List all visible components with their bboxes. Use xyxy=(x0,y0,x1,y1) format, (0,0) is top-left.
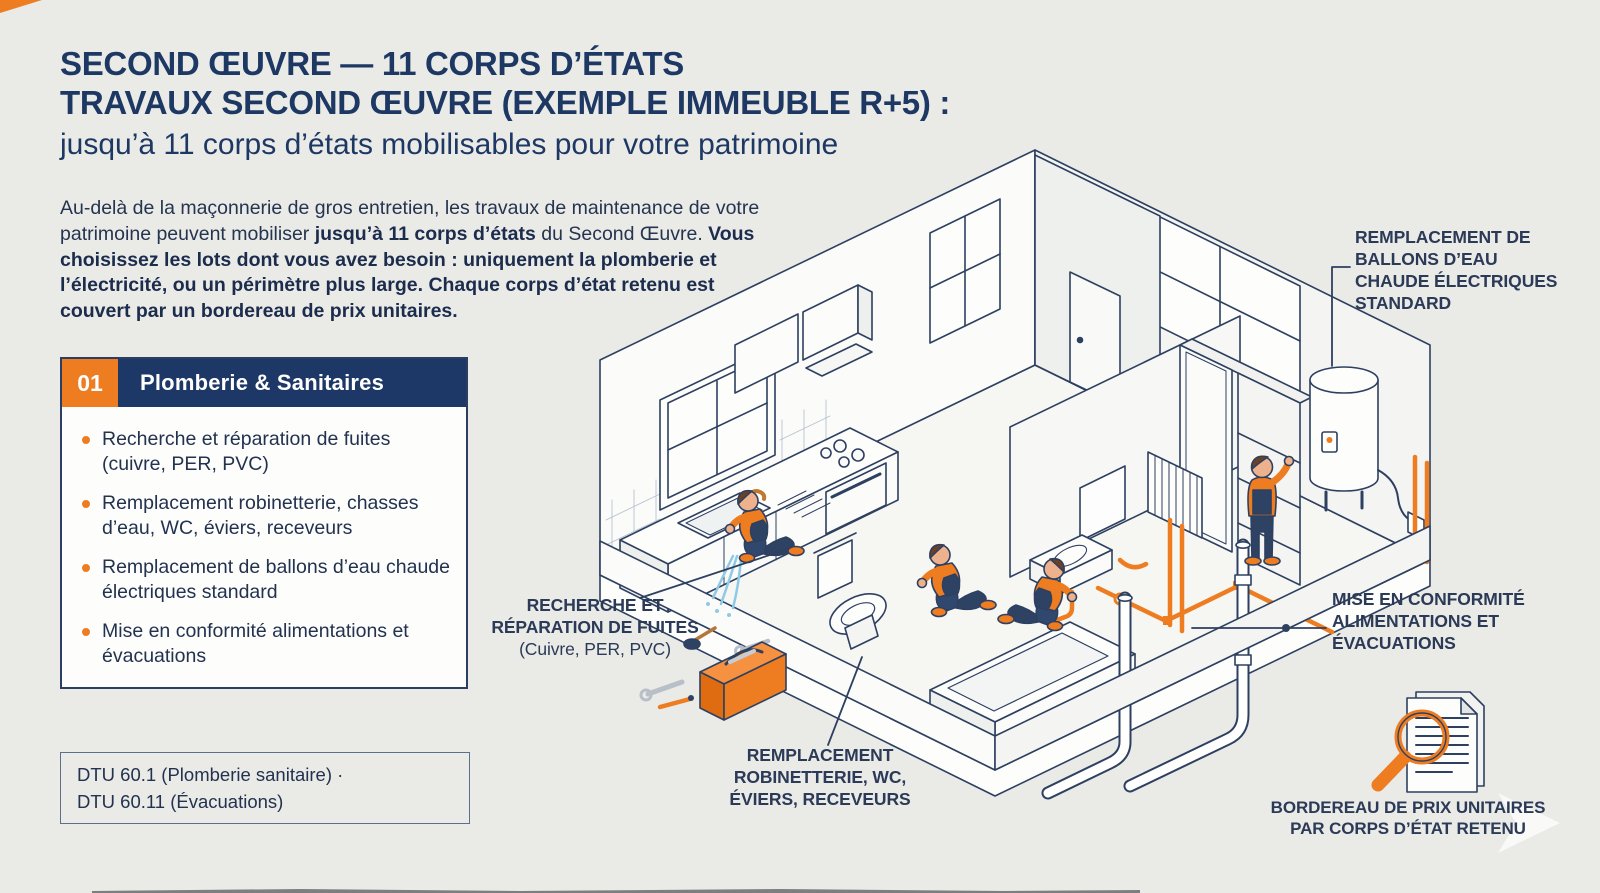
annotation-subline: (Cuivre, PER, PVC) xyxy=(519,639,671,659)
radiator xyxy=(1147,451,1203,539)
annotation-line: RÉPARATION DE FUITES xyxy=(491,617,699,637)
page-title-line2: TRAVAUX SECOND ŒUVRE (EXEMPLE IMMEUBLE R… xyxy=(60,84,951,121)
annotation-connectors xyxy=(639,266,1351,746)
intro-text-segment: Vous choisissez les lots dont vous avez … xyxy=(60,222,755,323)
annotation-line: REMPLACEMENT xyxy=(746,745,894,765)
watermark-arrow xyxy=(1498,793,1560,853)
annotation-ballons: REMPLACEMENT DE BALLONS D’EAU CHAUDE ÉLE… xyxy=(1355,226,1570,314)
trade-number-badge: 01 xyxy=(62,359,118,407)
plunger-icon xyxy=(683,626,717,650)
annotation-line: ÉVIERS, RECEVEURS xyxy=(729,789,911,809)
trade-bullet-list: Recherche et réparation de fuites (cuivr… xyxy=(76,427,450,669)
card-bullet-item: Mise en conformité alimentations et évac… xyxy=(76,619,450,669)
dtu-reference-box: DTU 60.1 (Plomberie sanitaire) · DTU 60.… xyxy=(60,752,470,824)
annotation-line: REMPLACEMENT DE xyxy=(1355,227,1531,247)
connector-fuites xyxy=(639,548,789,599)
annotation-line: CHAUDE ÉLECTRIQUES xyxy=(1355,271,1558,291)
bottom-edge-strip xyxy=(92,889,1140,893)
annotation-line: ALIMENTATIONS ET xyxy=(1332,611,1499,631)
corner-accent xyxy=(0,0,42,13)
water-leak-spray xyxy=(706,554,743,617)
connector-robinetterie xyxy=(827,656,863,746)
window-left-room xyxy=(929,198,1001,344)
annotation-line: MISE EN CONFORMITÉ xyxy=(1332,589,1525,609)
trade-card-body: Recherche et réparation de fuites (cuivr… xyxy=(62,407,466,687)
annotation-line: PAR CORPS D’ÉTAT RETENU xyxy=(1290,819,1526,838)
dtu-line1: DTU 60.1 (Plomberie sanitaire) · xyxy=(77,764,344,785)
kitchen-cabinets xyxy=(734,284,873,394)
annotation-line: ROBINETTERIE, WC, xyxy=(733,767,907,787)
toolbox-icon xyxy=(639,641,787,721)
intro-text-segment: jusqu’à 11 corps d’états xyxy=(314,222,536,245)
title-block: SECOND ŒUVRE — 11 CORPS D’ÉTATS TRAVAUX … xyxy=(60,44,950,165)
trade-card-plomberie: 01 Plomberie & Sanitaires Recherche et r… xyxy=(60,357,468,689)
annotation-conformite: MISE EN CONFORMITÉ ALIMENTATIONS ET ÉVAC… xyxy=(1332,588,1567,654)
dtu-line2: DTU 60.11 (Évacuations) xyxy=(77,791,284,812)
annotation-robinetterie: REMPLACEMENT ROBINETTERIE, WC, ÉVIERS, R… xyxy=(700,744,940,810)
card-bullet-item: Recherche et réparation de fuites (cuivr… xyxy=(76,427,450,477)
intro-text-segment: Au-delà de la maçonnerie de gros entreti… xyxy=(60,197,760,245)
annotation-line: BALLONS D’EAU xyxy=(1355,249,1498,269)
trade-card-title: Plomberie & Sanitaires xyxy=(140,370,385,395)
annotation-line: STANDARD xyxy=(1355,293,1452,313)
connector-ballons xyxy=(1331,266,1351,367)
trade-card-header: 01 Plomberie & Sanitaires xyxy=(62,359,466,407)
annotation-line: BORDEREAU DE PRIX UNITAIRES xyxy=(1270,798,1546,817)
intro-text-segment: du Second Œuvre. xyxy=(535,222,709,245)
pvc-pipes xyxy=(1041,538,1252,800)
annotation-line: RECHERCHE ET xyxy=(526,595,664,615)
annotation-fuites: RECHERCHE ET RÉPARATION DE FUITES (Cuivr… xyxy=(465,594,725,660)
magnifier-document-icon xyxy=(1371,691,1485,793)
card-bullet-item: Remplacement robinetterie, chasses d’eau… xyxy=(76,491,450,541)
page-title-line1: SECOND ŒUVRE — 11 CORPS D’ÉTATS xyxy=(60,45,684,82)
intro-paragraph: Au-delà de la maçonnerie de gros entreti… xyxy=(60,196,765,325)
water-heater xyxy=(1309,366,1425,541)
page-subtitle: jusqu’à 11 corps d’états mobilisables po… xyxy=(60,128,839,161)
partition-wall-door xyxy=(1034,154,1161,427)
annotation-line: ÉVACUATIONS xyxy=(1332,633,1456,653)
toilet xyxy=(813,532,887,650)
card-bullet-item: Remplacement de ballons d’eau chaude éle… xyxy=(76,555,450,605)
annotation-bordereau: BORDEREAU DE PRIX UNITAIRES PAR CORPS D’… xyxy=(1262,797,1554,839)
